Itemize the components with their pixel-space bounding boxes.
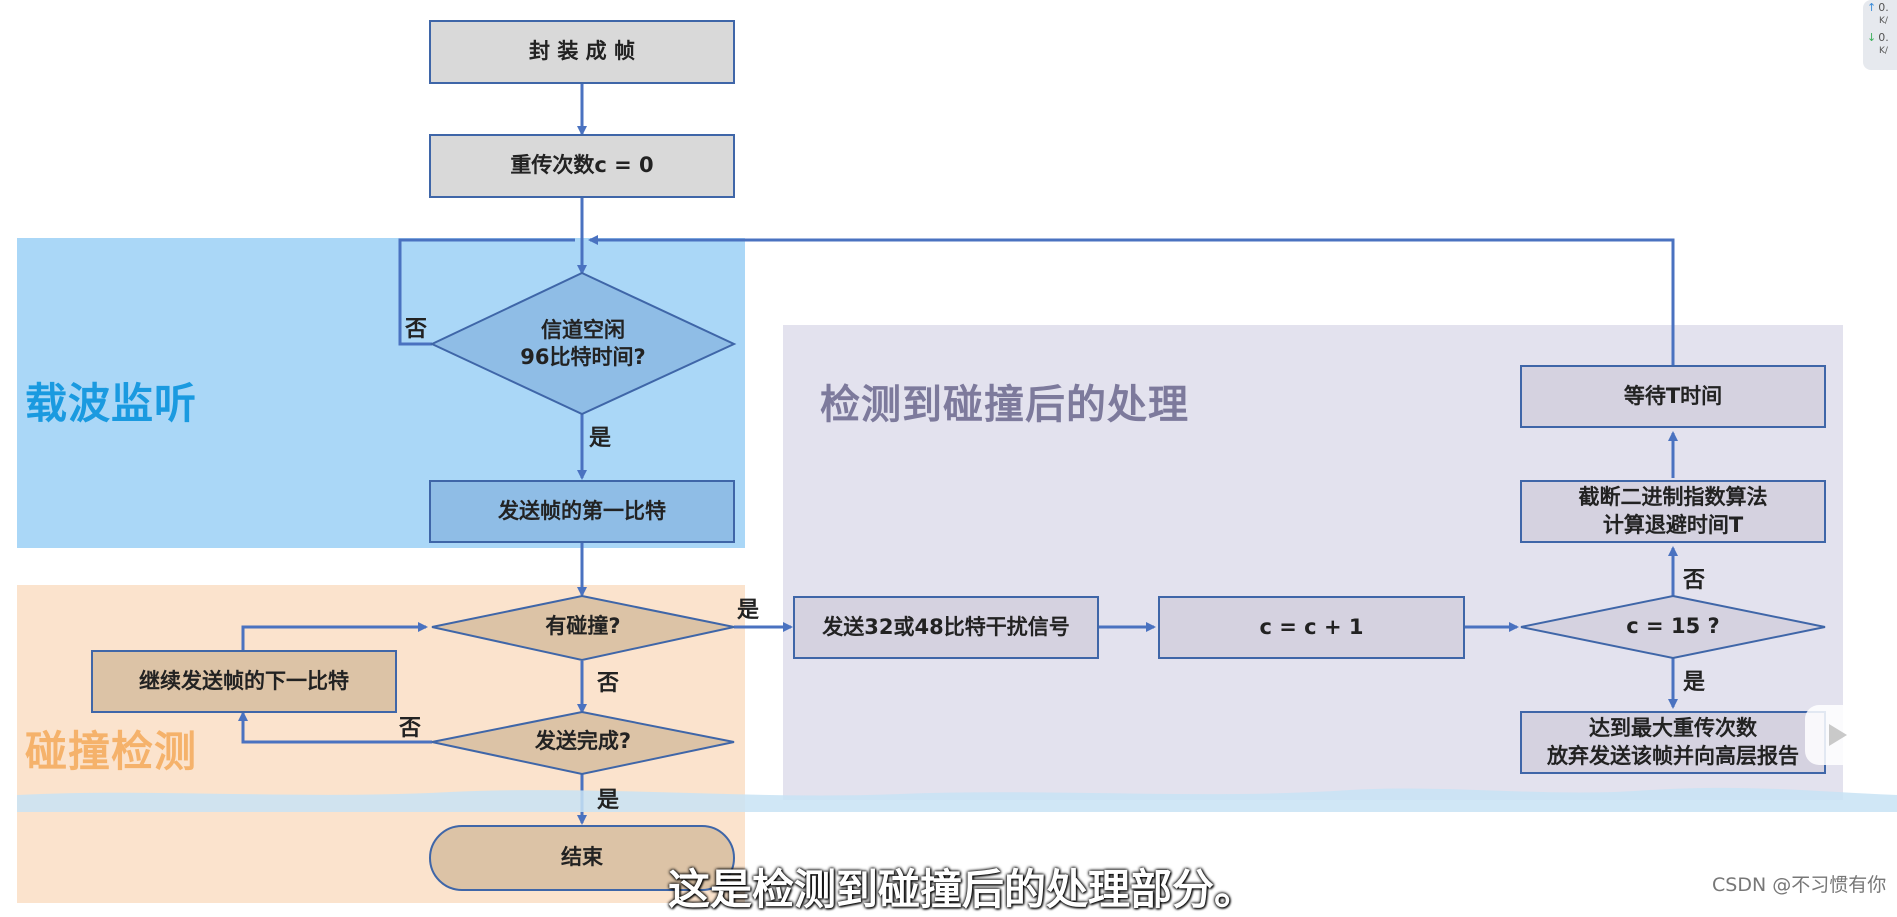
upload-arrow-icon: ↑	[1867, 1, 1877, 14]
collision-yes-label: 是	[737, 598, 760, 623]
check-15-diamond	[1520, 594, 1826, 660]
end-terminal-shape	[429, 825, 735, 891]
check-no-label: 否	[1683, 568, 1706, 593]
increment-retry-box: c = c + 1	[1158, 596, 1465, 659]
play-icon	[1829, 724, 1847, 746]
check-yes-label: 是	[1683, 670, 1706, 695]
retry-count-zero-box: 重传次数c = 0	[429, 134, 735, 198]
video-play-button[interactable]	[1805, 705, 1867, 765]
jam-signal-box: 发送32或48比特干扰信号	[793, 596, 1099, 659]
collision-detect-title: 碰撞检测	[25, 727, 198, 776]
send-next-bit-box: 继续发送帧的下一比特	[91, 650, 397, 713]
has-collision-diamond	[431, 594, 735, 662]
download-unit: K/	[1879, 46, 1888, 56]
send-done-label: 发送完成?	[534, 729, 632, 754]
send-done-diamond	[431, 710, 735, 776]
encapsulate-frame-box: 封 装 成 帧	[429, 20, 735, 84]
channel-idle-diamond	[429, 271, 737, 416]
network-speed-widget: ↑ 0. K/ ↓ 0. K/	[1863, 0, 1897, 70]
backoff-calc-box: 截断二进制指数算法 计算退避时间T	[1520, 480, 1826, 543]
carrier-sense-title: 载波监听	[25, 379, 198, 428]
video-subtitle: 这是检测到碰撞后的处理部分。	[668, 865, 1257, 914]
channel-idle-label: 信道空闲 96比特时间?	[520, 317, 646, 369]
collision-no-label: 否	[597, 671, 620, 696]
send-first-bit-box: 发送帧的第一比特	[429, 480, 735, 543]
wait-t-box: 等待T时间	[1520, 365, 1826, 428]
has-collision-label: 有碰撞?	[545, 614, 621, 639]
download-speed: 0.	[1878, 31, 1889, 44]
done-no-label: 否	[399, 716, 422, 741]
csdn-watermark: CSDN @不习惯有你	[1712, 874, 1887, 896]
check-15-label: c = 15 ?	[1626, 614, 1720, 639]
channel-yes-label: 是	[589, 426, 612, 451]
channel-no-label: 否	[405, 317, 428, 342]
upload-unit: K/	[1879, 16, 1888, 26]
end-label: 结束	[561, 845, 603, 870]
max-retries-box: 达到最大重传次数 放弃发送该帧并向高层报告	[1520, 711, 1826, 774]
download-arrow-icon: ↓	[1867, 31, 1877, 44]
upload-speed: 0.	[1878, 1, 1889, 14]
after-collision-title: 检测到碰撞后的处理	[820, 382, 1189, 428]
done-yes-label: 是	[597, 788, 620, 813]
